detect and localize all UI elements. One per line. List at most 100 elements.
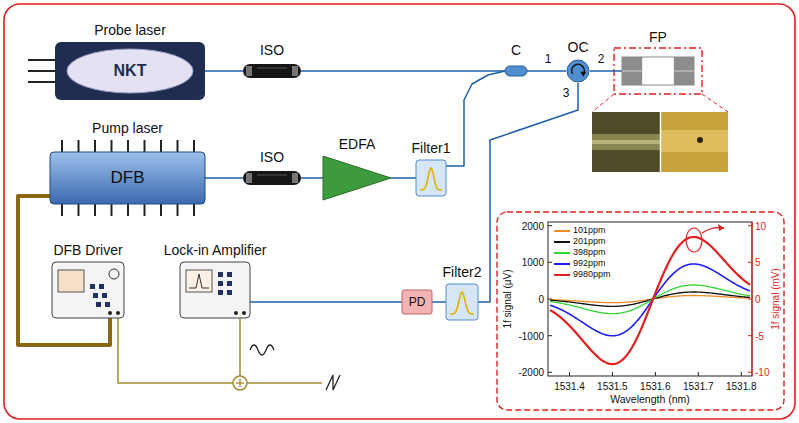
legend-swatch bbox=[554, 263, 570, 265]
tick-label: -5 bbox=[755, 330, 764, 341]
tick-label: -5 bbox=[755, 330, 764, 341]
node-heading: Filter2 bbox=[443, 265, 482, 280]
tick-label: 1531.7 bbox=[683, 381, 714, 392]
tick-label: 1531.4 bbox=[554, 381, 585, 392]
driver-shape bbox=[52, 262, 124, 318]
laser-pins bbox=[28, 60, 55, 82]
laser-driver: DFB Driver bbox=[52, 262, 124, 318]
axis-title: Wavelength (nm) bbox=[610, 394, 690, 406]
lock-in-amplifier: Lock-in Amplifier bbox=[180, 262, 250, 318]
outer-border bbox=[4, 4, 795, 419]
sawtooth-symbol bbox=[326, 375, 340, 390]
node-label: Filter1 bbox=[412, 140, 451, 156]
axis-title: 1f signal (mV) bbox=[770, 268, 781, 330]
tick-label: 1531.8 bbox=[726, 381, 757, 392]
node-label: Filter2 bbox=[443, 264, 482, 280]
tick-label: 1000 bbox=[522, 257, 544, 268]
node-heading: Pump laser bbox=[92, 121, 163, 136]
node-label: OC bbox=[568, 39, 589, 55]
line-chart bbox=[548, 222, 752, 376]
tick-label: -10 bbox=[755, 367, 769, 378]
legend-text: 992ppm bbox=[573, 259, 606, 269]
optical-circulator: OC bbox=[566, 59, 590, 83]
optical-fiber bbox=[527, 70, 566, 72]
edfa-shape bbox=[323, 156, 391, 200]
tick-label: 0 bbox=[538, 294, 544, 305]
circ-shape bbox=[566, 59, 590, 83]
node-heading: EDFA bbox=[339, 137, 376, 152]
tick-label: -10 bbox=[755, 367, 769, 378]
node-heading: ISO bbox=[260, 43, 284, 58]
port-number: 1 bbox=[545, 52, 552, 66]
node-label: ISO bbox=[260, 42, 284, 58]
node-heading: Filter1 bbox=[412, 141, 451, 156]
port-number: 1 bbox=[545, 53, 552, 66]
isolator: ISO bbox=[243, 64, 301, 78]
node-body: NKT bbox=[55, 42, 205, 100]
node-body: PD bbox=[402, 290, 432, 314]
filter-shape bbox=[446, 284, 478, 320]
tick-label: 10 bbox=[755, 220, 766, 231]
photodetector: PD bbox=[402, 290, 432, 314]
node-heading: DFB Driver bbox=[53, 243, 122, 258]
node-heading: ISO bbox=[260, 150, 284, 165]
signal-wire bbox=[118, 318, 322, 383]
legend-text: 398ppm bbox=[573, 248, 606, 258]
node-text: DFB bbox=[111, 168, 145, 188]
fp-sensor: FP bbox=[622, 57, 694, 85]
tick-label: 0 bbox=[755, 294, 761, 305]
node-label: DFB Driver bbox=[53, 242, 122, 258]
tick-label: -1000 bbox=[518, 330, 544, 341]
node-text: NKT bbox=[114, 62, 147, 80]
tick-label: 5 bbox=[755, 257, 761, 268]
iso-shape bbox=[243, 171, 301, 185]
axis-title: 1f signal (mV) bbox=[770, 268, 781, 330]
optical-fiber bbox=[391, 177, 416, 179]
node-label: FP bbox=[649, 29, 667, 45]
node-body: DFB bbox=[50, 152, 205, 204]
isolator: ISO bbox=[243, 171, 301, 185]
coupler-shape bbox=[505, 66, 527, 76]
port-number: 2 bbox=[598, 53, 605, 66]
tick-label: 1531.4 bbox=[554, 381, 585, 392]
port-number: 2 bbox=[598, 52, 605, 66]
legend-swatch bbox=[554, 252, 570, 254]
filter-shape bbox=[416, 160, 446, 196]
node-label: EDFA bbox=[339, 136, 376, 152]
legend-entry: 201ppm bbox=[554, 237, 606, 247]
tick-label: -1000 bbox=[518, 330, 544, 341]
optical-fiber bbox=[205, 70, 243, 72]
inset-box bbox=[497, 212, 784, 410]
optical-fiber bbox=[250, 301, 402, 303]
node-heading: Lock-in Amplifier bbox=[164, 243, 267, 258]
tick-label: 10 bbox=[755, 220, 766, 231]
optical-fiber bbox=[590, 70, 622, 72]
fp-photo bbox=[592, 94, 728, 172]
port-number: 3 bbox=[563, 86, 570, 100]
node-heading: OC bbox=[568, 40, 589, 55]
legend-swatch bbox=[554, 230, 570, 232]
legend-text: 201ppm bbox=[573, 237, 606, 247]
node-label: ISO bbox=[260, 149, 284, 165]
optical-fiber bbox=[205, 177, 243, 179]
legend-entry: 9980ppm bbox=[554, 270, 611, 280]
legend-swatch bbox=[554, 241, 570, 243]
optical-fiber bbox=[446, 71, 505, 166]
axis-title: 1f signal (μV) bbox=[502, 269, 513, 328]
sum-junction bbox=[233, 376, 247, 390]
optical-fiber bbox=[432, 301, 446, 303]
legend-text: 101ppm bbox=[573, 226, 606, 236]
fp-shape bbox=[622, 57, 694, 85]
tick-label: 1531.5 bbox=[597, 381, 628, 392]
tick-label: 2000 bbox=[522, 220, 544, 231]
legend-text: 9980ppm bbox=[573, 270, 611, 280]
legend-entry: 398ppm bbox=[554, 248, 606, 258]
tick-label: 5 bbox=[755, 257, 761, 268]
probe-laser: Probe laserNKT bbox=[55, 42, 205, 100]
tick-label: -2000 bbox=[518, 367, 544, 378]
node-heading: C bbox=[511, 43, 521, 58]
port-number: 3 bbox=[563, 87, 570, 100]
tick-label: 0 bbox=[538, 294, 544, 305]
zoom-box bbox=[614, 48, 702, 94]
pump-laser: Pump laserDFB bbox=[50, 152, 205, 204]
